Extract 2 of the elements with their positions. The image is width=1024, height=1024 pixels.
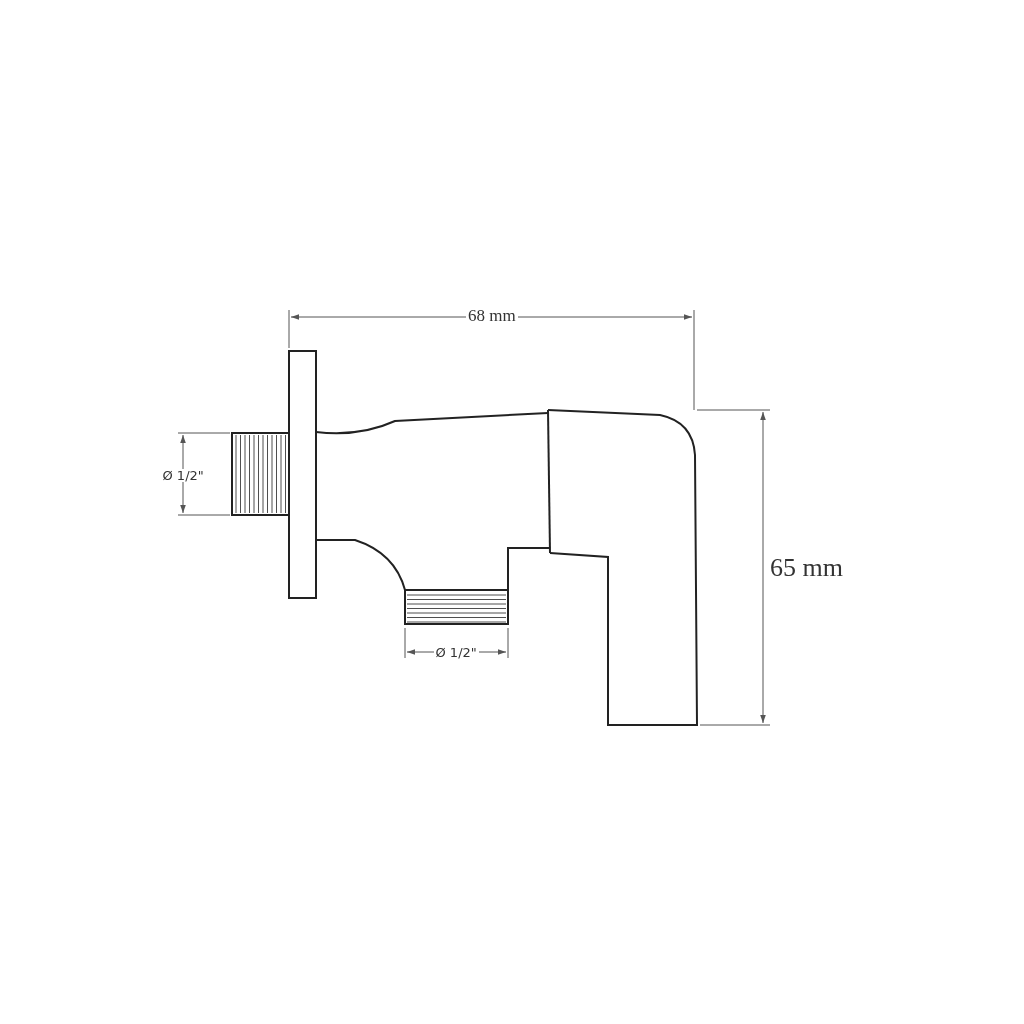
dimension-label: Ø 1/2" bbox=[433, 645, 479, 659]
dimension-label: Ø 1/2" bbox=[160, 468, 206, 482]
